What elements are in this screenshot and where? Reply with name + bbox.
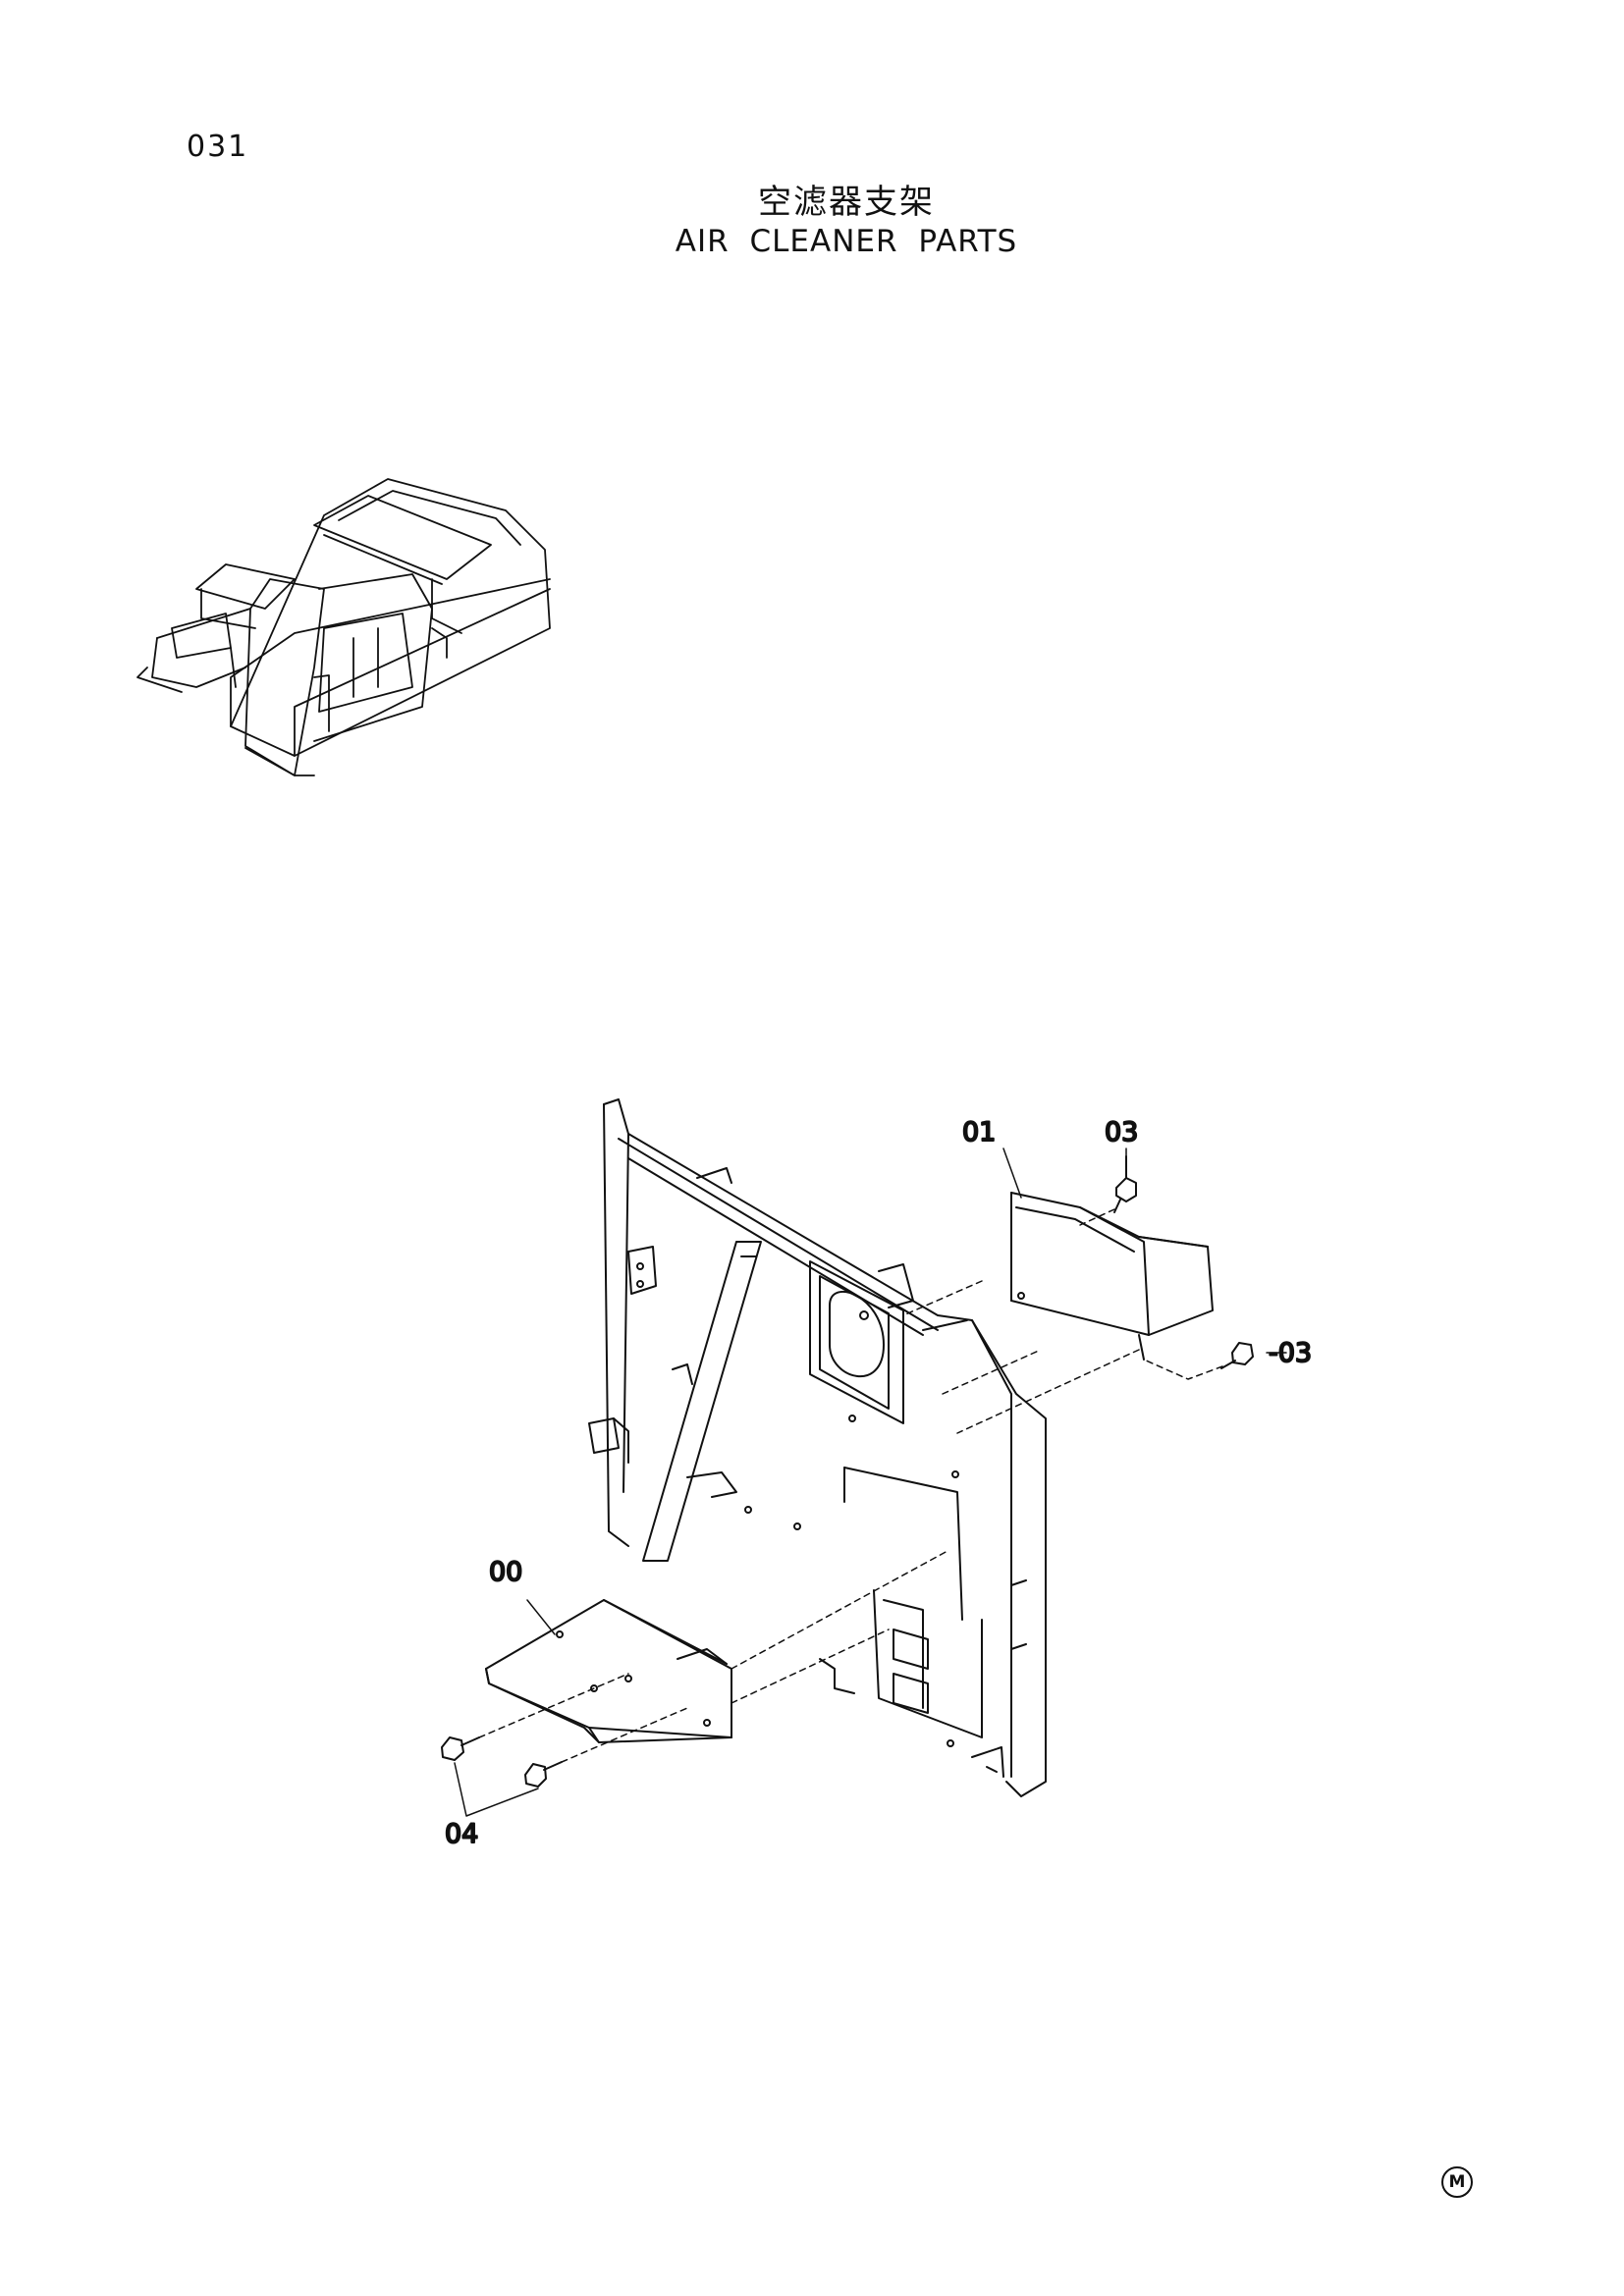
callout-01: 01 [962, 1117, 996, 1148]
assembly-lines [478, 1208, 1223, 1763]
bolt-icon [441, 1155, 1254, 1788]
title-english: AIR CLEANER PARTS [675, 224, 1018, 259]
title-chinese: 空滤器支架 [758, 183, 935, 222]
excavator-overview-icon [136, 478, 551, 776]
callout-04: 04 [445, 1819, 478, 1849]
air-cleaner-frame [588, 1098, 1047, 1797]
callout-03-right: -03 [1269, 1338, 1312, 1368]
callout-leaders [454, 1148, 1287, 1817]
callout-00: 00 [489, 1557, 522, 1587]
mounting-bracket [485, 1599, 732, 1743]
air-cleaner-cover [1010, 1192, 1214, 1361]
manufacturer-mark: M [1441, 2166, 1473, 2198]
callout-03-top: 03 [1105, 1117, 1138, 1148]
page-number: 031 [187, 130, 249, 164]
